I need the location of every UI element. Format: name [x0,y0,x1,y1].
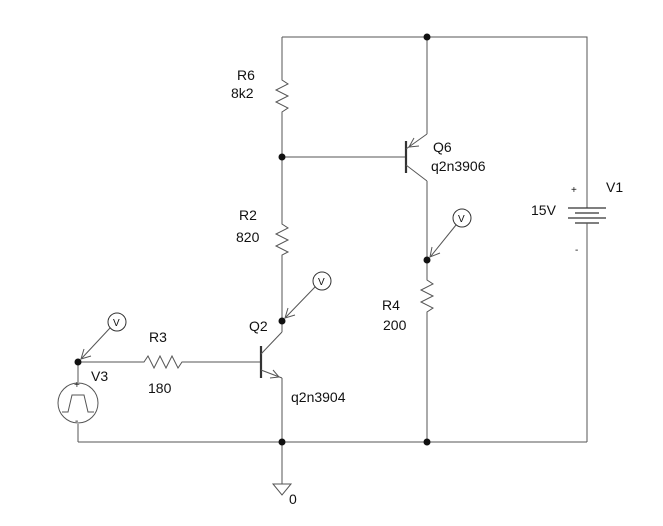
r6-name: R6 [237,67,255,83]
v3-body [57,382,99,424]
resistor-r6[interactable] [274,75,290,116]
pulse-waveform-icon [62,394,94,413]
probe-needle [430,224,457,257]
probe-marker [312,271,332,291]
probe-needle [81,327,111,359]
q2-emitter-arrow [269,369,280,379]
transistor-q6[interactable] [397,133,428,182]
junction-dot [423,33,431,41]
pulse-source-v3[interactable] [57,382,99,424]
junction-dot [423,256,431,264]
junction-dot [423,438,431,446]
v1-minus-sign: - [575,245,578,256]
probe-label: V [113,318,120,329]
v3-plus-sign: + [74,380,80,391]
v3-minus-sign: - [75,416,78,427]
probe-arrow [429,246,441,258]
voltage-probe-r4[interactable]: V [429,208,472,258]
r3-value: 180 [148,380,172,396]
probe-needle [285,286,316,318]
r6-value: 8k2 [231,85,254,101]
ground-label: 0 [289,491,297,507]
junction-dot [278,317,286,325]
q2-collector-lead [260,331,283,355]
q6-emitter-arrow [408,137,420,148]
q6-model: q2n3906 [431,158,486,174]
ground-symbol[interactable] [271,483,293,496]
probe-arrow [284,307,296,319]
v1-value: 15V [531,202,557,218]
wire-top-rail [282,36,588,198]
junction-dot [74,358,82,366]
voltage-probe-v3[interactable]: V [80,312,127,360]
probe-arrow [80,348,92,360]
r3-name: R3 [149,329,167,345]
r4-value: 200 [383,317,407,333]
v3-name: V3 [91,368,108,384]
v1-name: V1 [606,179,623,195]
battery-v1[interactable] [568,198,606,228]
r4-name: R4 [382,297,400,313]
junctions [74,33,431,446]
junction-dot [278,438,286,446]
probe-label: V [318,277,325,288]
wires [77,36,588,484]
resistor-r3[interactable] [140,354,184,370]
q2-name: Q2 [249,318,268,334]
v1-plus-sign: + [571,185,577,196]
resistor-r2[interactable] [274,220,290,258]
q2-model: q2n3904 [291,389,346,405]
transistor-q2[interactable] [250,331,283,379]
probe-marker [452,208,472,228]
probe-marker [107,312,127,332]
q6-collector-lead [405,164,428,182]
r2-value: 820 [236,229,260,245]
ground-triangle [271,483,293,496]
q6-name: Q6 [433,139,452,155]
voltage-probe-q2[interactable]: V [284,271,332,319]
r2-name: R2 [239,207,257,223]
probe-label: V [458,214,465,225]
junction-dot [278,153,286,161]
resistor-r4[interactable] [419,275,435,325]
